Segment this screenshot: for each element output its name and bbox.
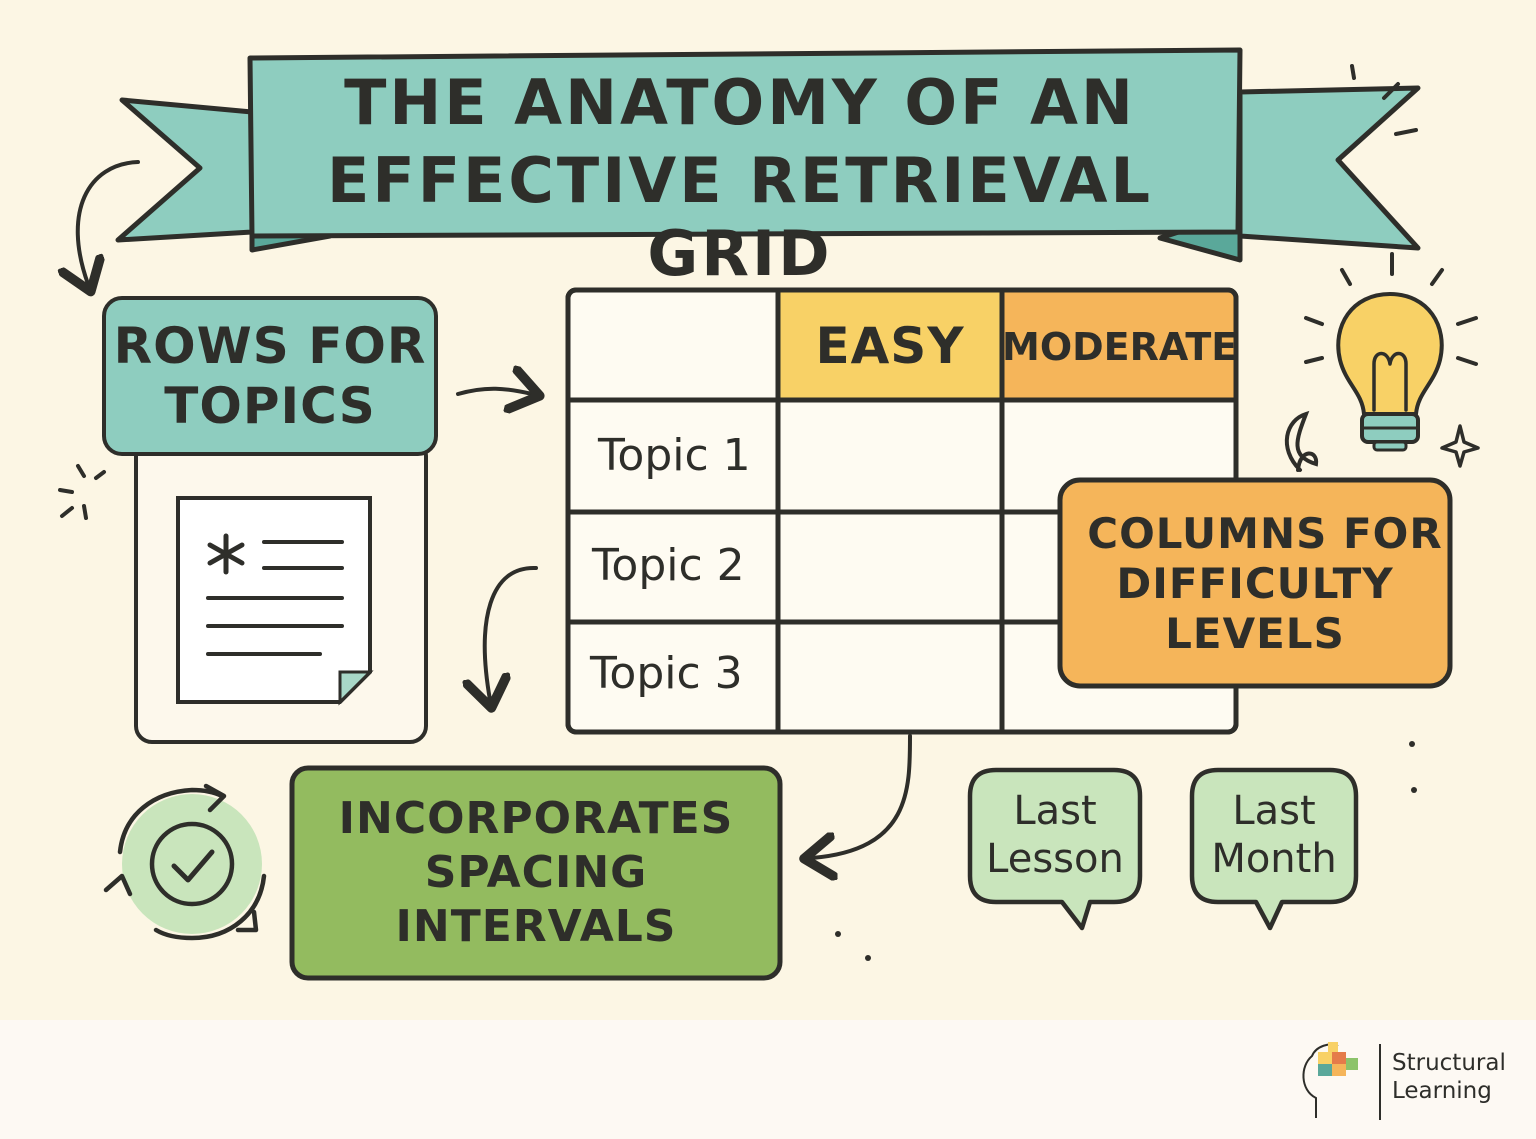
title-line-1: THE ANATOMY OF AN [344,66,1136,139]
columns-box-line-2: DIFFICULTY [1116,559,1394,608]
brain-logo-icon [1302,1042,1381,1120]
lightbulb-icon [1336,292,1444,452]
column-header-moderate: MODERATE [1002,325,1238,369]
arrow-grid-to-spacing [812,734,912,858]
rows-box-line-2: TOPICS [164,377,376,435]
header-moderate-cell [1002,292,1234,400]
columns-box-line-3: LEVELS [1165,609,1345,658]
rows-box-line-1: ROWS FOR [113,317,427,375]
asterisk-icon [207,533,245,575]
brand-line-2: Learning [1392,1077,1492,1104]
title-banner [115,47,1421,263]
columns-for-difficulty-box [1057,477,1453,689]
spacing-box-line-1: INCORPORATES [338,793,734,844]
spacing-box-line-3: INTERVALS [395,901,677,952]
cycle-check-icon [103,783,267,941]
decorative-dots-right [835,741,1417,961]
bubble-last-month-line-2: Month [1211,836,1337,882]
spacing-box-line-2: SPACING [424,847,648,898]
column-header-easy: EASY [815,317,965,375]
banner-body [247,47,1243,239]
lightbulb-rays [1304,252,1478,366]
bubble-last-lesson-shape [967,767,1143,931]
row-label-topic-2: Topic 2 [592,540,745,591]
brand-line-1: Structural [1392,1050,1506,1076]
brand-name: Structural Learning [1392,1050,1532,1105]
row-label-topic-3: Topic 3 [590,648,743,699]
bubble-last-lesson-line-1: Last [1013,788,1097,834]
bubble-last-month-shape [1189,767,1359,931]
row-label-topic-1: Topic 1 [598,430,751,481]
sparkle-icon [1440,424,1480,468]
header-easy-cell [778,292,1002,400]
document-icon [176,496,374,706]
loop-connector [1284,410,1319,472]
title-line-2: EFFECTIVE RETRIEVAL GRID [326,144,1153,290]
arrow-grid-to-topics-down [485,565,538,700]
sparkle-lines-top-right [1350,64,1418,136]
banner-right-tail [1237,85,1421,251]
spacing-intervals-box [289,765,783,981]
curved-arrow-top-left [78,160,140,284]
sparkle-lines-left [58,464,106,520]
arrow-rows-to-grid [456,389,532,394]
bubble-last-month-line-1: Last [1232,788,1316,834]
bubble-last-lesson-line-2: Lesson [986,836,1124,882]
columns-box-line-1: COLUMNS FOR [1087,509,1443,558]
footer-band [0,1020,1536,1139]
banner-left-tail [115,97,255,243]
